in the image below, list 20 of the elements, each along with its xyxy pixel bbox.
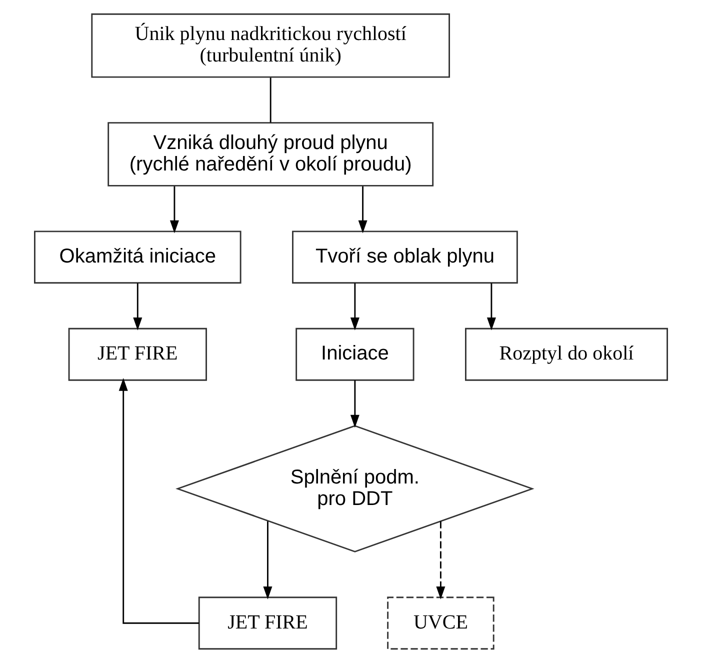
connector [269,78,271,122]
node-box: JET FIRE [198,596,337,650]
node-box: Únik plynu nadkritickou rychlostí (turbulentní únik) [90,13,450,78]
arrow [436,521,445,600]
node-box: Iniciace [295,328,414,381]
node-diamond: Splnění podm. pro DDT [175,425,534,552]
arrow [350,283,359,330]
node-box: Rozptyl do okolí [464,328,668,381]
arrow [169,186,178,234]
node-box: Tvoří se oblak plynu [292,230,518,284]
node-box: Okamžitá iniciace [34,230,241,284]
node-box: UVCE [386,596,494,650]
node-box: Vzniká dlouhý proud plynu (rychlé naředění v okolí proudu) [107,122,434,186]
arrow [358,186,367,234]
arrow [262,521,272,600]
arrow [132,283,142,330]
arrow [118,378,198,624]
node-box: JET FIRE [68,328,206,381]
arrow [350,380,359,428]
arrow [486,283,496,330]
